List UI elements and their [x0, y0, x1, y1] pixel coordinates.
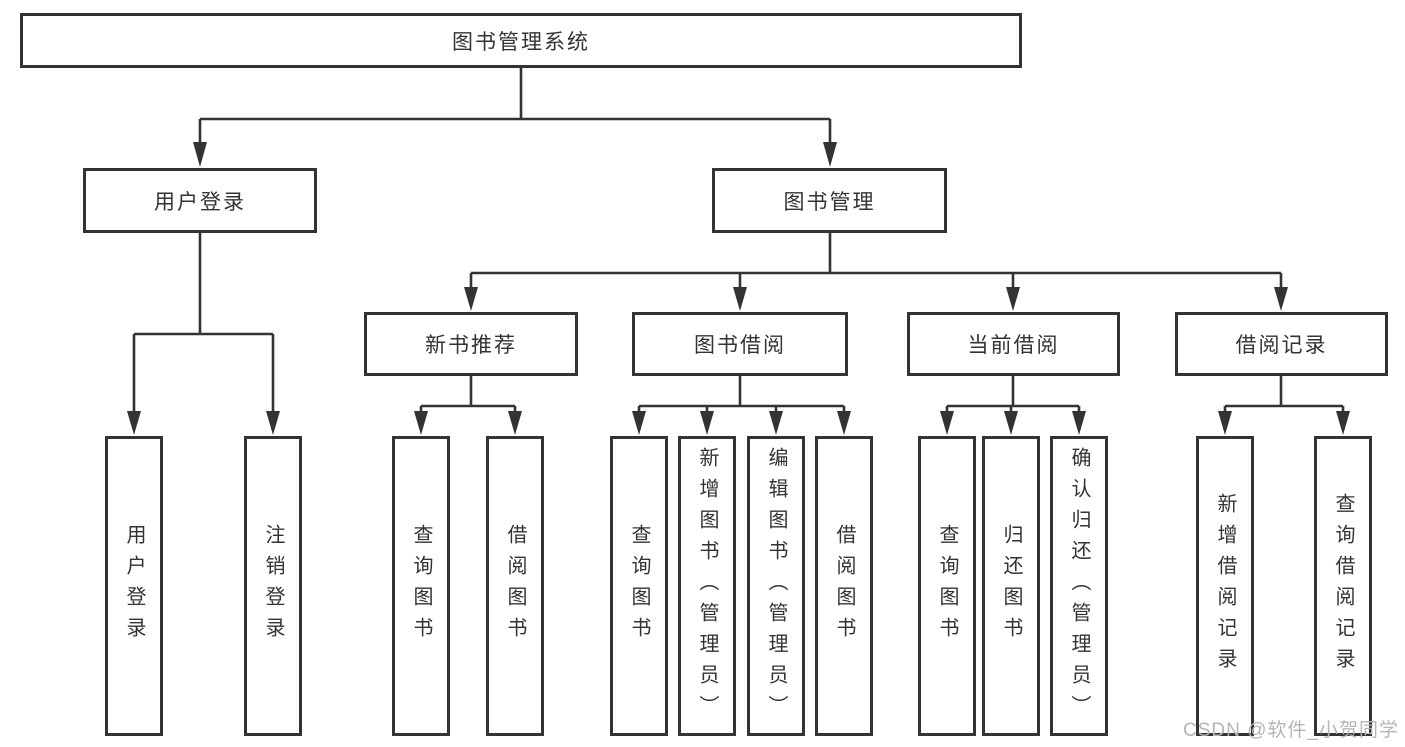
arrow-head	[127, 411, 141, 435]
arrow-head	[1336, 411, 1350, 435]
leaf-bb-edit-books-admin: 编辑图书（管理员）	[747, 436, 805, 736]
leaf-cb-query-books: 查询图书	[918, 436, 976, 736]
leaf-bb-borrow-books: 借阅图书	[815, 436, 873, 736]
leaf-nbr-query-books: 查询图书	[392, 436, 450, 736]
node-borrowing-records: 借阅记录	[1175, 312, 1388, 376]
node-label: 图书管理	[783, 190, 876, 214]
node-label: 查询借阅记录	[1332, 493, 1354, 679]
node-label: 图书管理系统	[452, 30, 590, 54]
node-current-borrowing: 当前借阅	[907, 312, 1120, 376]
node-label: 用户登录	[154, 190, 246, 214]
node-label: 新增图书（管理员）	[696, 446, 718, 726]
arrow-head	[940, 411, 954, 435]
edge-borrowing-records-to-leaves	[1218, 376, 1350, 435]
arrow-head	[700, 411, 714, 435]
leaf-logout: 注销登录	[244, 436, 302, 736]
arrow-head	[769, 411, 783, 435]
node-label: 查询图书	[410, 524, 432, 648]
node-label: 查询图书	[936, 524, 958, 648]
arrow-head	[632, 411, 646, 435]
node-label: 借阅记录	[1235, 334, 1328, 357]
arrow-head	[464, 287, 478, 311]
leaf-cb-return-books: 归还图书	[982, 436, 1040, 736]
leaf-user-login: 用户登录	[105, 436, 163, 736]
node-label: 编辑图书（管理员）	[765, 446, 787, 726]
edge-book-management-to-level3	[464, 233, 1288, 311]
node-label: 归还图书	[1000, 524, 1022, 648]
node-label: 用户登录	[123, 524, 145, 648]
arrow-head	[508, 411, 522, 435]
node-label: 借阅图书	[833, 524, 855, 648]
arrow-head	[1274, 287, 1288, 311]
arrow-head	[193, 142, 207, 167]
arrow-head	[1072, 411, 1086, 435]
arrow-head	[414, 411, 428, 435]
leaf-br-query-record: 查询借阅记录	[1314, 436, 1372, 736]
leaf-nbr-borrow-books: 借阅图书	[486, 436, 544, 736]
node-label: 新增借阅记录	[1214, 493, 1236, 679]
leaf-cb-confirm-return-admin: 确认归还（管理员）	[1050, 436, 1108, 736]
edge-new-book-recommend-to-leaves	[414, 376, 522, 435]
node-label: 图书借阅	[694, 334, 786, 357]
arrow-head	[837, 411, 851, 435]
arrow-head	[1218, 411, 1232, 435]
arrow-head	[1006, 287, 1020, 311]
arrow-head	[733, 287, 747, 311]
leaf-bb-query-books: 查询图书	[610, 436, 668, 736]
node-book-borrowing: 图书借阅	[632, 312, 848, 376]
node-label: 查询图书	[628, 524, 650, 648]
node-label: 当前借阅	[967, 334, 1060, 357]
node-label: 注销登录	[262, 524, 284, 648]
node-user-login: 用户登录	[83, 168, 317, 233]
arrow-head	[266, 411, 280, 435]
node-label: 借阅图书	[504, 524, 526, 648]
edge-user-login-to-leaves	[127, 233, 280, 435]
leaf-br-add-record: 新增借阅记录	[1196, 436, 1254, 736]
node-root: 图书管理系统	[20, 13, 1022, 68]
arrow-head	[1004, 411, 1018, 435]
node-label: 新书推荐	[425, 334, 517, 357]
leaf-bb-add-books-admin: 新增图书（管理员）	[678, 436, 736, 736]
arrow-head	[823, 142, 837, 167]
node-new-book-recommend: 新书推荐	[364, 312, 578, 376]
edge-root-to-level2	[193, 68, 837, 167]
edge-current-borrowing-to-leaves	[940, 376, 1086, 435]
csdn-watermark: CSDN @软件_小贺同学	[1183, 720, 1399, 741]
node-label: 确认归还（管理员）	[1068, 446, 1090, 726]
edge-book-borrowing-to-leaves	[632, 376, 851, 435]
node-book-management: 图书管理	[712, 168, 947, 233]
